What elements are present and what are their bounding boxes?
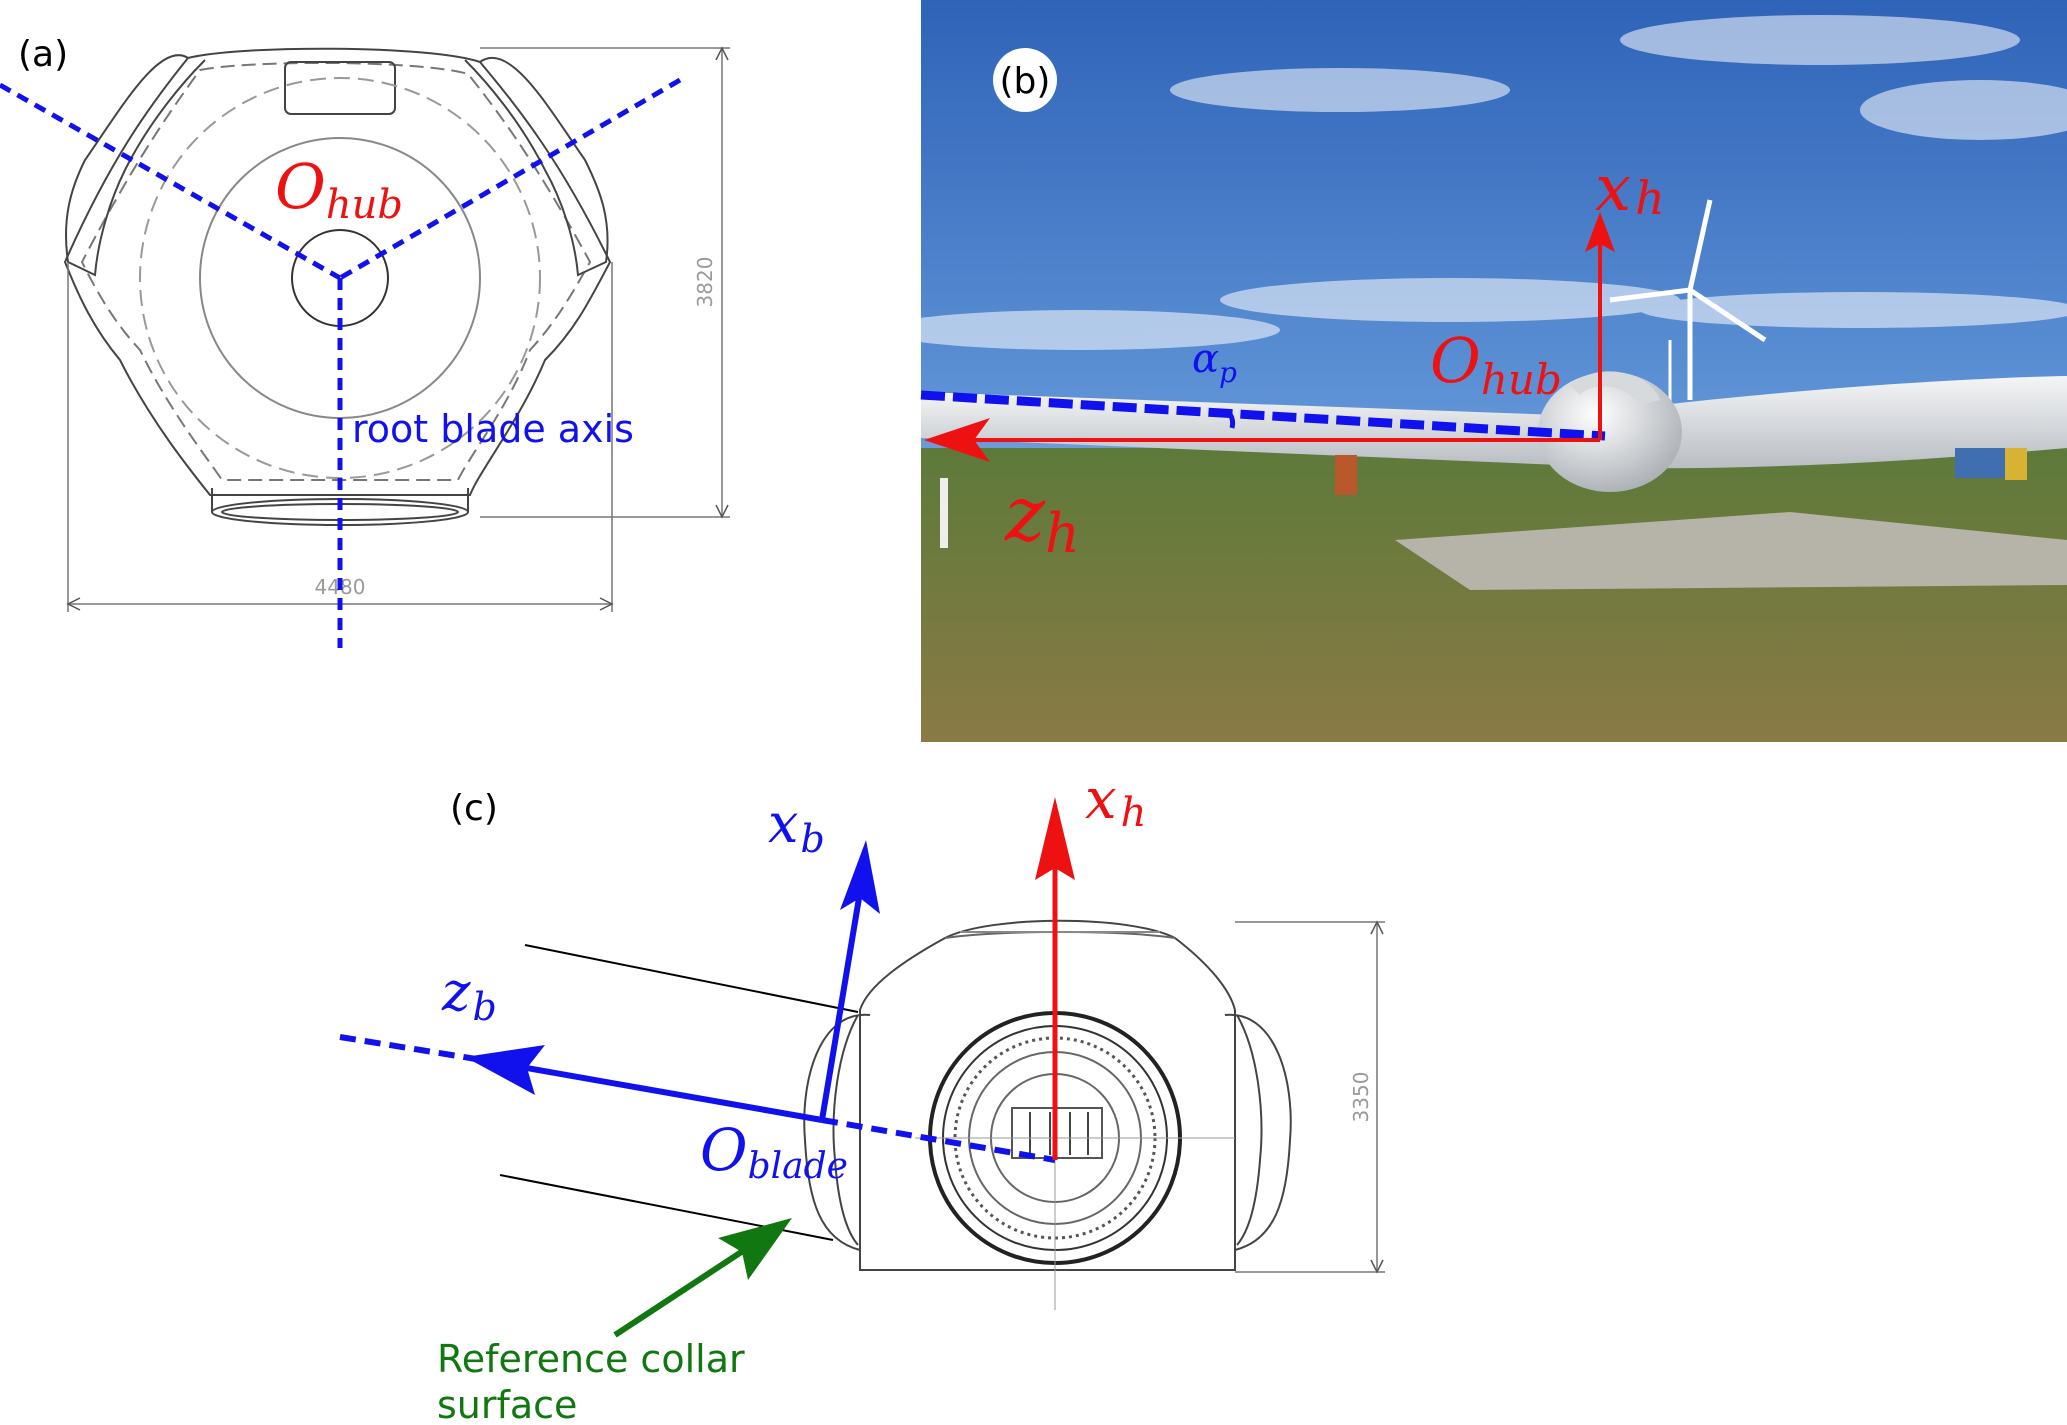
distant-turbine bbox=[1609, 199, 1767, 405]
photo-stake bbox=[940, 478, 948, 548]
panel-c-label: (c) bbox=[450, 788, 498, 829]
panel-a-label: (a) bbox=[18, 34, 68, 75]
blade-origin-label: Oblade bbox=[700, 1116, 848, 1187]
reference-collar-label-line1: Reference collar bbox=[437, 1337, 745, 1381]
photo-blade-right bbox=[1620, 376, 2067, 469]
dimension-lines-c bbox=[1235, 920, 1385, 1274]
zb-axis-dashed-outer bbox=[339, 1034, 471, 1061]
panel-b-label: (b) bbox=[1000, 61, 1051, 102]
zb-axis-label: zb bbox=[441, 960, 497, 1029]
panel-a: (a) bbox=[0, 34, 730, 648]
panel-b-badge bbox=[993, 48, 1057, 112]
angle-arc-b bbox=[1227, 412, 1236, 429]
blade-axis-b bbox=[920, 390, 1606, 441]
z-axis-arrowhead-b bbox=[924, 418, 990, 462]
hub-origin-label-b: Ohub bbox=[1430, 324, 1562, 404]
reference-collar-label-line2: surface bbox=[437, 1383, 577, 1425]
photo-gravel bbox=[1395, 512, 2067, 590]
x-axis-label-b: xh bbox=[1595, 152, 1665, 226]
reference-collar-arrowhead bbox=[718, 1218, 792, 1280]
photo-person bbox=[1335, 455, 1357, 495]
dimension-height-c: 3350 bbox=[1349, 1072, 1373, 1123]
photo-hub-top bbox=[1570, 371, 1660, 405]
pitch-angle-label-b: αp bbox=[1192, 336, 1237, 389]
root-blade-axis-label: root blade axis bbox=[352, 407, 634, 451]
blade-axes-a bbox=[0, 77, 682, 648]
photo-ground bbox=[921, 448, 2067, 742]
xh-axis-arrowhead-c bbox=[1035, 797, 1075, 880]
photo-equipment bbox=[1955, 448, 2005, 478]
zb-axis-dashed-inner bbox=[821, 1117, 1056, 1163]
x-axis-arrowhead-b bbox=[1585, 212, 1615, 252]
dimension-lines-a bbox=[66, 46, 730, 612]
z-axis-label-b: zh bbox=[1004, 469, 1080, 565]
hub-origin-label-a: Ohub bbox=[275, 150, 403, 228]
hub-side-drawing bbox=[803, 919, 1292, 1310]
photo-blade-left bbox=[921, 392, 1560, 465]
dimension-height-a: 3820 bbox=[693, 257, 717, 308]
zb-axis-arrowhead bbox=[465, 1045, 545, 1095]
photo-equipment-yellow bbox=[2005, 448, 2027, 480]
reference-collar-arrow bbox=[613, 1242, 754, 1338]
zb-axis-solid bbox=[469, 1055, 823, 1123]
reference-line-upper bbox=[524, 944, 859, 1013]
panel-b: (b) xh Ohub zh αp bbox=[880, 0, 2067, 742]
xb-axis-arrowhead bbox=[840, 840, 880, 914]
xb-axis bbox=[819, 879, 865, 1121]
photo-clouds bbox=[880, 15, 2067, 350]
panel-c: (c) bbox=[339, 767, 1385, 1425]
xb-axis-label: xb bbox=[768, 792, 825, 861]
